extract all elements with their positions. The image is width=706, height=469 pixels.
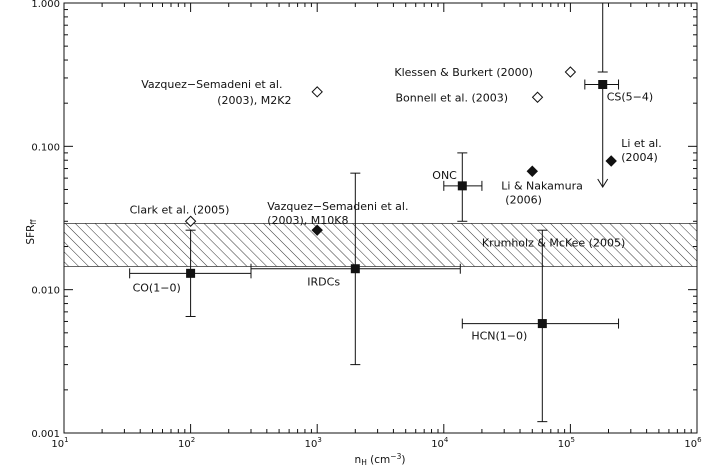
y-tick-label: 1.000 (31, 0, 60, 10)
label-hcn: HCN(1−0) (471, 330, 527, 343)
simulation-filled-point-2 (605, 155, 617, 167)
x-tick-label: 106 (684, 436, 702, 450)
x-axis-label-unit: (cm (367, 454, 390, 466)
label-vazquez-m10k8-line1: Vazquez−Semadeni et al. (267, 200, 408, 213)
simulation-open-point-0 (311, 86, 323, 98)
label-bonnell: Bonnell et al. (2003) (396, 91, 509, 104)
simulation-open-point-3 (184, 215, 197, 227)
y-tick-label: 0.001 (31, 429, 60, 440)
label-li-2004-line1: Li et al. (621, 137, 662, 150)
y-axis-label-main: SFR (25, 225, 37, 245)
x-tick-label: 105 (558, 436, 575, 450)
observation-0-point (186, 268, 196, 278)
x-axis-label-exp: −3 (390, 452, 401, 461)
label-vazquez-m2k2-line1: Vazquez−Semadeni et al. (141, 78, 282, 91)
label-klessen-burkert: Klessen & Burkert (2000) (394, 66, 533, 79)
x-axis-label-main: n (355, 454, 362, 466)
observation-3-upper-limit-arrow (597, 178, 609, 188)
label-vazquez-m10k8-line2: (2003), M10K8 (267, 214, 348, 227)
label-cs: CS(5−4) (607, 91, 653, 104)
x-axis-label-close: ) (401, 454, 405, 466)
y-axis-label: SFRff (25, 219, 38, 245)
observation-3-point (598, 80, 608, 90)
data-marks-layer (129, 2, 620, 423)
observation-1-point (350, 264, 360, 274)
label-irdcs: IRDCs (307, 276, 340, 289)
y-axis-label-sub: ff (29, 219, 38, 225)
label-krumholz-mckee: Krumholz & McKee (2005) (482, 237, 625, 250)
y-tick-label: 0.100 (31, 142, 60, 153)
plot-frame (63, 2, 698, 434)
observation-2-point (457, 181, 467, 191)
x-axis-label-sub: H (361, 458, 367, 467)
simulation-open-point-1 (564, 66, 577, 78)
x-tick-label: 103 (305, 436, 322, 450)
krumholz-mckee-band-layer (64, 222, 697, 267)
x-tick-label: 101 (51, 436, 68, 450)
krumholz-mckee-band (64, 223, 697, 267)
annotation-labels-layer: CO(1−0) IRDCs ONC CS(5−4) HCN(1−0) Vazquez−Se… (130, 66, 662, 343)
simulation-open-point-2 (531, 91, 544, 103)
label-vazquez-m2k2-line2: (2003), M2K2 (217, 94, 291, 107)
simulation-filled-point-0 (311, 224, 323, 236)
x-tick-label: 104 (431, 436, 449, 450)
label-co: CO(1−0) (133, 281, 181, 294)
label-li-2004-line2: (2004) (621, 151, 658, 164)
label-onc: ONC (432, 169, 457, 182)
y-tick-label: 0.010 (31, 286, 60, 297)
tick-marks-layer: 101 102 103 104 105 106 0.001 0.010 0.100 1.000 (31, 0, 702, 450)
simulation-filled-point-1 (526, 165, 538, 177)
x-tick-label: 102 (178, 436, 195, 450)
observation-4-point (537, 319, 547, 329)
label-li-nakamura-line2: (2006) (505, 193, 542, 206)
x-axis-label: nH (cm−3) (355, 452, 406, 467)
label-li-nakamura-line1: Li & Nakamura (501, 179, 583, 192)
label-clark: Clark et al. (2005) (130, 203, 230, 216)
